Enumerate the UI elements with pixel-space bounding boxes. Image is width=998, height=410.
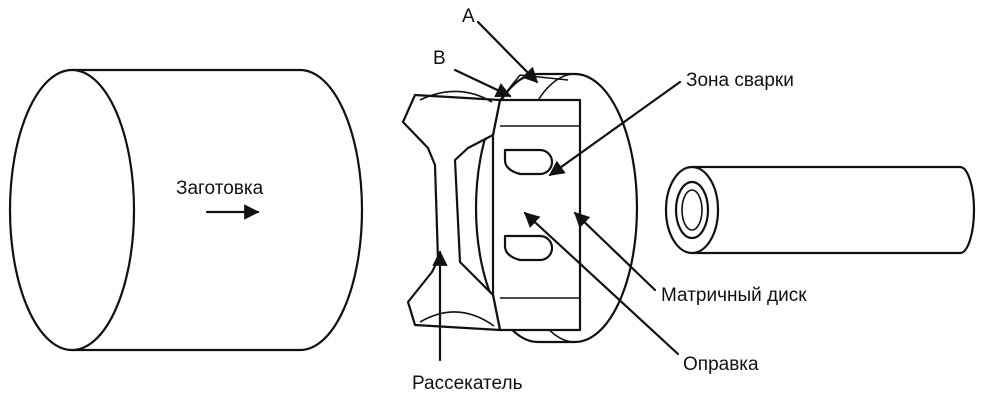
label-point-b: B	[433, 48, 446, 69]
label-billet: Заготовка	[176, 178, 264, 199]
leader-a	[476, 20, 539, 84]
label-mandrel: Оправка	[683, 354, 759, 375]
leader-mandrel	[523, 211, 680, 356]
label-point-a: A	[462, 6, 475, 27]
label-splitter: Рассекатель	[412, 373, 523, 394]
leader-die-disk	[573, 211, 657, 292]
billet-cylinder	[8, 68, 364, 352]
leader-b	[453, 68, 512, 98]
tube-product	[664, 165, 976, 255]
leader-weld-zone	[548, 80, 682, 177]
label-weld-zone: Зона сварки	[686, 70, 794, 91]
label-die-disk: Матричный диск	[661, 285, 807, 306]
